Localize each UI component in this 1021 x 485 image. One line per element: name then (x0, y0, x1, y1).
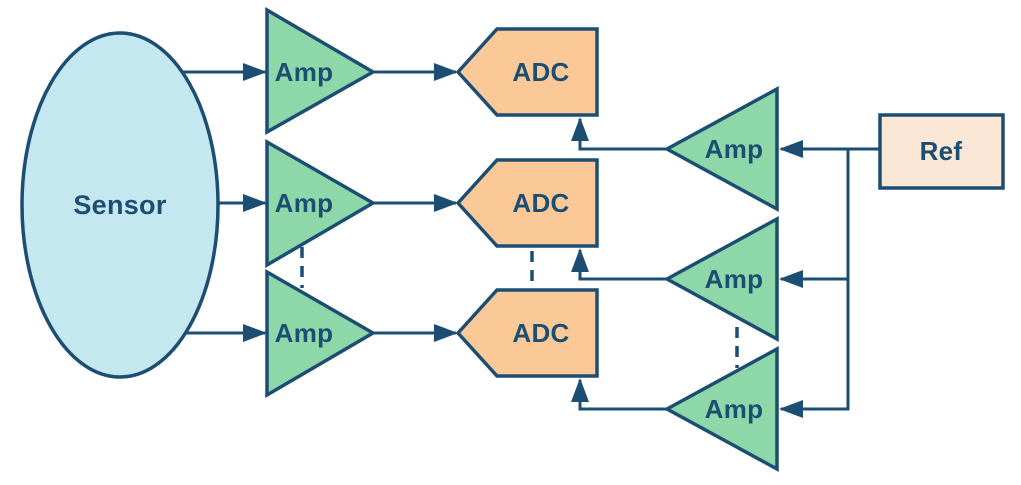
ref-rect (878, 113, 1005, 190)
adc-ch1-label: ADC (512, 57, 569, 87)
sensor-label: Sensor (73, 190, 167, 220)
node-refbuf2: Amp (663, 216, 779, 342)
node-amp-ch2: Amp (265, 138, 377, 269)
adc-ch2-label: ADC (512, 188, 569, 218)
refbuf3-label: Amp (705, 394, 764, 424)
wire-ref-trunk-to-refbuf3 (779, 149, 850, 418)
refbuf3-triangle (663, 346, 779, 472)
wire-refbuf3-to-adc-ch3 (571, 378, 667, 411)
node-amp-ch1: Amp (265, 6, 377, 136)
node-refbuf3: Amp (663, 346, 779, 472)
amp-ch3-label: Amp (275, 318, 334, 348)
node-amp-ch3: Amp (265, 268, 377, 399)
sensor-ellipse (20, 31, 220, 379)
refbuf1-triangle (663, 86, 779, 212)
adc-ch3-pentagon (455, 288, 599, 378)
adc-ch1-pentagon (455, 27, 599, 117)
refbuf2-label: Amp (705, 264, 764, 294)
adc-ch3-label: ADC (512, 318, 569, 348)
amp-ch1-triangle (265, 6, 377, 136)
adc-ch2-pentagon (455, 158, 599, 248)
amp-ch2-label: Amp (275, 188, 334, 218)
amp-ch1-label: Amp (275, 57, 334, 87)
node-adc-ch3: ADC (455, 288, 599, 378)
node-adc-ch2: ADC (455, 158, 599, 248)
wire-refbuf2-to-adc-ch2 (571, 248, 667, 281)
node-adc-ch1: ADC (455, 27, 599, 117)
node-ref: Ref (878, 113, 1005, 190)
node-sensor: Sensor (20, 31, 220, 379)
wire-refbuf1-to-adc-ch1 (571, 117, 667, 151)
ref-label: Ref (920, 136, 963, 166)
amp-ch3-triangle (265, 268, 377, 399)
node-refbuf1: Amp (663, 86, 779, 212)
refbuf1-label: Amp (705, 134, 764, 164)
amp-ch2-triangle (265, 138, 377, 269)
refbuf2-triangle (663, 216, 779, 342)
